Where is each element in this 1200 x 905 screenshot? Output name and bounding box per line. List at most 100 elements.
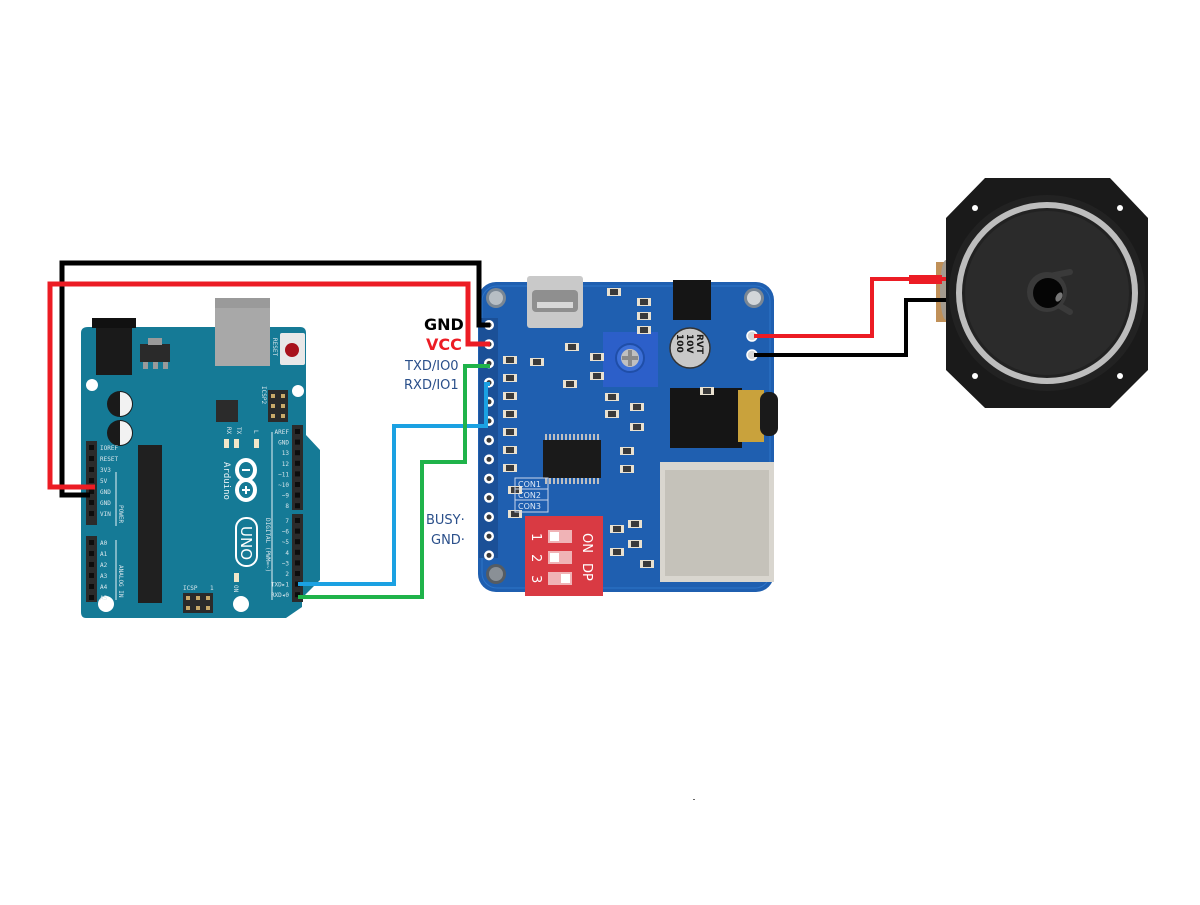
arduino-header-pin — [89, 540, 94, 545]
chip-leg — [573, 478, 575, 484]
chip-leg — [557, 434, 559, 440]
chip-leg — [545, 434, 547, 440]
arduino-header-pin — [89, 467, 94, 472]
chip-leg — [581, 478, 583, 484]
arduino-pin-label: A1 — [100, 551, 108, 558]
smd-component-body — [608, 411, 616, 417]
arduino-pin-label: 7 — [285, 518, 289, 525]
arduino-pin-label: 12 — [282, 461, 290, 468]
wire-vcc[interactable] — [47, 281, 490, 490]
wire-tx-to-rxd[interactable] — [298, 382, 490, 586]
dip-switch-1-toggle[interactable] — [550, 532, 559, 541]
audio-jack-contact — [738, 390, 764, 442]
speaker — [936, 178, 1148, 408]
chip-leg — [569, 434, 571, 440]
rx-label: RX — [225, 427, 232, 435]
rx-led — [224, 439, 229, 448]
chip-leg — [589, 434, 591, 440]
dip-switch-2-toggle[interactable] — [550, 553, 559, 562]
arduino-header-pin — [295, 471, 300, 477]
speaker-screw-hole — [972, 205, 978, 211]
analog-header-title: ANALOG IN — [117, 565, 124, 598]
arduino-pin-label: TXD▸1 — [271, 582, 289, 589]
module-pin-label-vcc: VCC — [426, 335, 462, 354]
dc-jack-top — [92, 318, 136, 328]
dip-number-2: 2 — [528, 554, 543, 562]
module-pin-label-gnd2: GND· — [431, 533, 465, 548]
icsp-header — [183, 593, 213, 613]
arduino-pin-label: A5 — [100, 595, 108, 602]
tx-led — [234, 439, 239, 448]
l-led — [254, 439, 259, 448]
arduino-pin-label: ~9 — [282, 493, 290, 500]
chip-leg — [565, 434, 567, 440]
arduino-header-pin — [295, 439, 300, 445]
dip-switch-3-toggle[interactable] — [561, 574, 570, 583]
l-label: L — [252, 430, 259, 434]
arduino-header-pin — [295, 528, 300, 534]
con2-label: CON2 — [518, 491, 541, 500]
speaker-screw-hole — [1117, 373, 1123, 379]
arduino-pin-label: VIN — [100, 511, 111, 518]
arduino-header-pin — [295, 460, 300, 466]
stray-pixel-mark — [693, 799, 695, 800]
usb-b-body — [215, 298, 270, 366]
audio-jack[interactable] — [670, 388, 742, 448]
capacitor-rim — [669, 327, 711, 369]
arduino-pin-label: 8 — [285, 503, 289, 510]
smd-component-body — [610, 289, 618, 295]
wire-speaker-minus[interactable] — [754, 298, 946, 357]
icsp2-header — [268, 390, 288, 422]
wire-speaker-plus[interactable] — [754, 277, 946, 338]
amplifier-chip — [673, 280, 711, 320]
smd-component-body — [533, 359, 541, 365]
arduino-pin-label: ~3 — [282, 560, 290, 567]
chip-leg — [589, 478, 591, 484]
dip-switch[interactable]: 1 2 3 ON DP — [525, 516, 603, 596]
tx-label: TX — [235, 427, 242, 435]
smd-component-body — [703, 388, 711, 394]
module-header-pin-hole — [486, 533, 492, 539]
arduino-pin-label: GND — [100, 500, 111, 507]
chip-leg — [585, 478, 587, 484]
sd-card-slot-inner — [665, 470, 769, 576]
smd-component-body — [593, 354, 601, 360]
capacitor-text-1: 100 — [674, 334, 684, 353]
module-header-pin-hole — [486, 437, 492, 443]
uno-badge — [235, 517, 258, 567]
arduino-header-pin — [89, 584, 94, 589]
arduino-pin-label: ~5 — [282, 539, 290, 546]
chip-leg — [561, 434, 563, 440]
chip-leg — [553, 478, 555, 484]
arduino-pin-label: 3V3 — [100, 467, 111, 474]
module-pin-label-rxd: RXD/IO1 — [404, 378, 459, 393]
arduino-pin-label: ~11 — [278, 471, 289, 478]
reset-button-cap[interactable] — [285, 343, 299, 357]
regulator-leg — [143, 362, 148, 369]
speaker-screw-hole — [972, 373, 978, 379]
decoder-chip — [543, 440, 601, 478]
arduino-pin-label: AREF — [275, 429, 290, 436]
smd-component-body — [631, 521, 639, 527]
icsp2-label: ICSP2 — [260, 386, 267, 404]
capacitor-text-2: 10V — [684, 334, 694, 354]
speaker-surround-ring — [956, 202, 1138, 384]
mounting-hole — [86, 379, 98, 391]
mounting-hole — [98, 596, 114, 612]
wire-rx-to-txd[interactable] — [298, 364, 490, 599]
regulator-leg — [153, 362, 158, 369]
dip-dp-label: DP — [579, 563, 594, 581]
reset-label: RESET — [271, 338, 278, 356]
arduino-header-pin — [89, 478, 94, 483]
smd-component-body — [640, 299, 648, 305]
arduino-pin-label: A4 — [100, 584, 108, 591]
arduino-pin-label: A0 — [100, 540, 108, 547]
chip-leg — [593, 478, 595, 484]
arduino-header-pin — [89, 511, 94, 516]
module-mount-hole-inner — [489, 291, 503, 305]
module-header-pin-hole — [486, 552, 492, 558]
wire-gnd[interactable] — [59, 260, 490, 498]
chip-leg — [553, 434, 555, 440]
capacitor-text-3: RVT — [694, 334, 704, 355]
